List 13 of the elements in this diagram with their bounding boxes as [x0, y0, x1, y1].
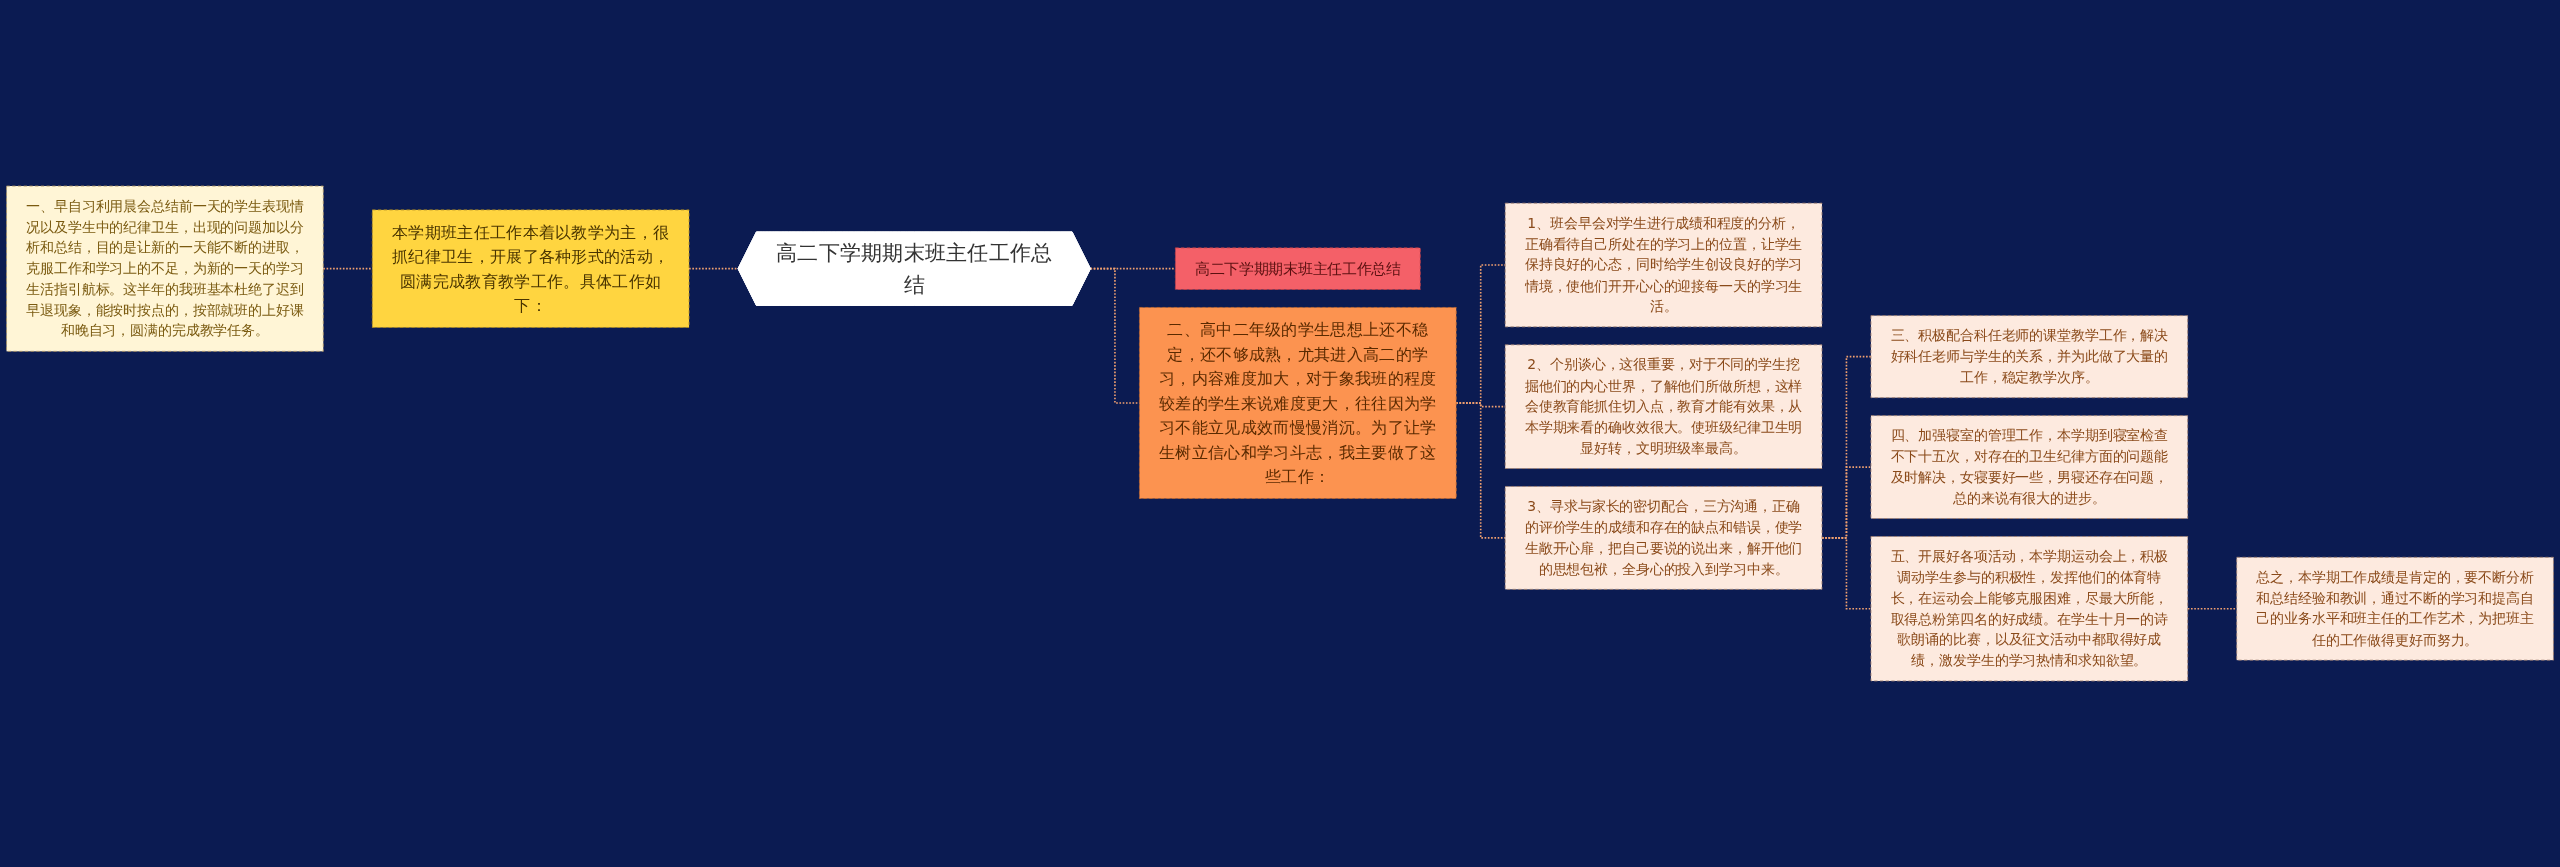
node-box: 2、个别谈心，这很重要，对于不同的学生挖掘他们的内心世界，了解他们所做所想，这样会使教育能抓住切入点，教育才能有效果，从本学期来看的确收效很大。使班级纪律卫生明显好转，文明班级率最高。 [1504, 344, 1823, 469]
node-box: 三、积极配合科任老师的课堂教学工作，解决好科任老师与学生的关系，并为此做了大量的工作，稳定教学次序。 [1870, 315, 2189, 399]
node-box: 本学期班主任工作本着以教学为主，很抓纪律卫生，开展了各种形式的活动，圆满完成教育教学工作。具体工作如下： [371, 209, 690, 328]
node-box: 总之，本学期工作成绩是肯定的，要不断分析和总结经验和教训，通过不断的学习和提高自己的业务水平和班主任的工作艺术，为把班主任的工作做得更好而努力。 [2236, 556, 2554, 661]
node-box: 1、班会早会对学生进行成绩和程度的分析，正确看待自己所处在的学习上的位置，让学生保持良好的心态，同时给学生创设良好的学习情境，使他们开开心心的迎接每一天的学习生活。 [1504, 202, 1823, 328]
node-box: 二、高中二年级的学生思想上还不稳定，还不够成熟，尤其进入高二的学习，内容难度加大，对于象我班的程度较差的学生来说难度更大，往往因为学习不能立见成效而慢慢消沉。为了让学生树立信心和学习斗志，我主要做了这些工作： [1139, 307, 1457, 499]
connector [2186, 607, 2238, 610]
node-box: 3、寻求与家长的密切配合，三方沟通，正确的评价学生的成绩和存在的缺点和错误，使学生敞开心扉，把自己要说的说出来，解开他们的思想包袱，全身心的投入到学习中来。 [1504, 486, 1823, 590]
node-box: 一、早自习利用晨会总结前一天的学生表现情况以及学生中的纪律卫生，出现的问题加以分析和总结，目的是让新的一天能不断的进取，克服工作和学习上的不足，为新的一天的学习生活指引航标。这半年的我班基本杜绝了迟到早退现象，能按时按点的，按部就班的上好课和晚自习，圆满的完成教学任务。 [6, 185, 324, 352]
connector [1821, 537, 1872, 610]
node-box: 五、开展好各项活动，本学期运动会上，积极调动学生参与的积极性，发挥他们的体育特长，在运动会上能够克服困难，尽最大所能，取得总粉第四名的好成绩。在学生十月一的诗歌朗诵的比赛，以及征文活动中都取得好成绩，激发学生的学习热情和求知欲望。 [1870, 536, 2189, 682]
node-box: 高二下学期期末班主任工作总结 [1174, 247, 1421, 290]
node-box: 四、加强寝室的管理工作，本学期到寝室检查不下十五次，对存在的卫生纪律方面的问题能及时解决，女寝要好一些，男寝还存在问题，总的来说有很大的进步。 [1870, 415, 2189, 519]
